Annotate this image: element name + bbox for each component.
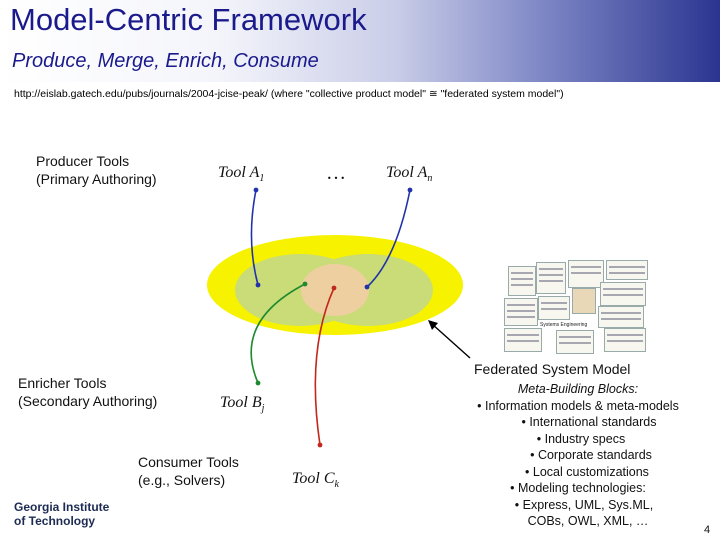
enricher-dot-top: [302, 281, 308, 287]
thumbnail: [604, 328, 646, 352]
tool-an-name: Tool A: [386, 164, 428, 181]
thumbnail: [606, 260, 648, 280]
tool-ck-name: Tool C: [292, 470, 335, 487]
list-item: • Modeling technologies:: [510, 481, 646, 495]
list-item: COBs, OWL, XML, …: [527, 514, 649, 528]
reference-url: http://eislab.gatech.edu/pubs/journals/2…: [14, 88, 564, 100]
tool-a1-sub: 1: [259, 173, 265, 185]
federated-arrowhead: [428, 320, 438, 330]
thumbnail: [504, 328, 542, 352]
federated-arrow: [431, 323, 471, 359]
tool-a1: Tool A1: [218, 164, 264, 184]
header-banner: Model-Centric Framework Produce, Merge, …: [0, 0, 720, 82]
producer-dot-a1-bottom: [255, 282, 261, 288]
thumbnail: [556, 330, 594, 354]
thumbnail: [504, 298, 538, 326]
enricher-label: Enricher Tools (Secondary Authoring): [18, 374, 157, 410]
enricher-label-line1: Enricher Tools: [18, 375, 107, 391]
enricher-line-bj: [250, 283, 306, 384]
producer-dot-an-top: [407, 187, 413, 193]
producer-line-an: [366, 189, 411, 288]
tool-bj-sub: j: [261, 403, 265, 415]
list-item: • Industry specs: [536, 431, 626, 446]
meta-building-blocks: Meta-Building Blocks:: [517, 382, 639, 396]
tool-ck-sub: k: [334, 479, 339, 491]
producer-label-line2: (Primary Authoring): [36, 171, 157, 187]
enricher-label-line2: (Secondary Authoring): [18, 393, 158, 409]
thumbnail: [600, 282, 646, 306]
producer-line-a1: [250, 189, 259, 286]
thumbnail: [572, 288, 596, 314]
consumer-label-line2: (e.g., Solvers): [138, 472, 226, 488]
tool-bj: Tool Bj: [220, 394, 264, 414]
slide-number: 4: [704, 524, 711, 536]
list-item: • Express, UML, Sys.ML,: [514, 497, 654, 512]
list-item: • Local customizations: [525, 464, 649, 479]
thumbnail: [508, 266, 536, 296]
producer-label-line1: Producer Tools: [36, 153, 130, 169]
federated-model-title: Federated System Model: [474, 361, 631, 377]
thumbnail: [536, 262, 566, 294]
producer-dot-a1-top: [253, 187, 259, 193]
consumer-label: Consumer Tools (e.g., Solvers): [138, 453, 239, 489]
georgia-tech-logo: Georgia Institute of Technology: [2, 496, 120, 530]
tool-ck: Tool Ck: [292, 470, 339, 490]
list-item: • Corporate standards: [530, 448, 652, 462]
logo-line1: Georgia Institute: [14, 500, 110, 514]
tool-an: Tool An: [386, 164, 432, 184]
thumbnail: [568, 260, 604, 288]
tool-a1-name: Tool A: [218, 164, 260, 181]
consumer-line-ck: [314, 287, 335, 446]
page-title: Model-Centric Framework: [10, 2, 367, 37]
tool-an-sub: n: [427, 173, 433, 185]
consumer-dot-bottom: [317, 442, 323, 448]
systems-engineering-caption: Systems Engineering: [540, 322, 588, 328]
thumbnail: [538, 296, 570, 320]
list-item: • Information models & meta-models: [477, 398, 679, 413]
page-subtitle: Produce, Merge, Enrich, Consume: [12, 50, 319, 72]
federated-model-list: Meta-Building Blocks: • Information mode…: [462, 381, 694, 530]
logo-line2: of Technology: [14, 514, 96, 528]
tool-ellipsis: …: [326, 162, 346, 184]
federated-model-collage: Systems Engineering: [500, 260, 664, 354]
tool-bj-name: Tool B: [220, 394, 262, 411]
consumer-label-line1: Consumer Tools: [138, 454, 239, 470]
enricher-dot-bottom: [255, 380, 261, 386]
thumbnail: [598, 306, 644, 328]
producer-label: Producer Tools (Primary Authoring): [36, 152, 157, 188]
producer-dot-an-bottom: [364, 284, 370, 290]
list-item: • International standards: [521, 415, 657, 429]
consumer-dot-top: [331, 285, 337, 291]
